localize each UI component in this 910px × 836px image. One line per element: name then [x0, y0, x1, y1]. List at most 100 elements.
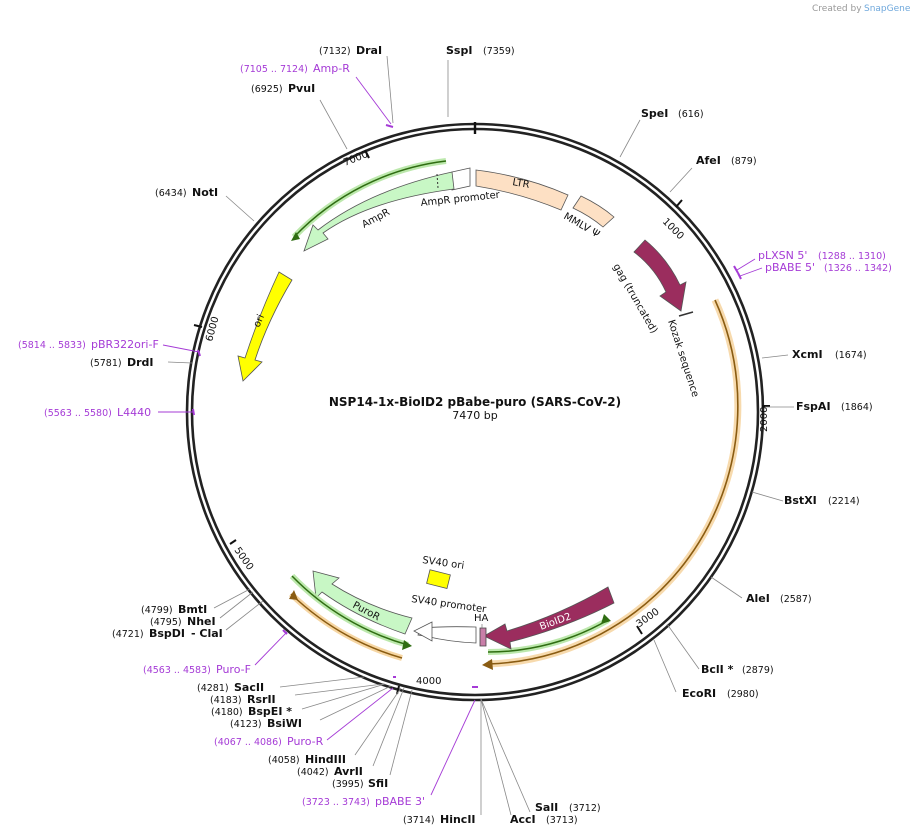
- enzyme-hindiii-pos: (4058): [268, 755, 300, 766]
- orf-arc-green-puror[interactable]: [291, 575, 409, 646]
- enzyme-sali[interactable]: SalI: [535, 801, 558, 814]
- primer-puro-f-pos: (4563 .. 4583): [143, 665, 211, 676]
- enzyme-nhei[interactable]: NheI: [187, 615, 216, 628]
- enzyme-drai[interactable]: DraI: [356, 44, 382, 57]
- bioid2-feature[interactable]: [483, 586, 615, 650]
- enzyme-acci-pos: (3713): [546, 815, 578, 826]
- enzyme-afei-pos: (879): [731, 156, 757, 167]
- ori-feature[interactable]: [237, 271, 293, 382]
- primer-pbabe-5[interactable]: pBABE 5': [765, 261, 815, 274]
- primer-puro-f[interactable]: Puro-F: [216, 663, 251, 676]
- primer-pbabe-3-pos: (3723 .. 3743): [302, 797, 370, 808]
- enzyme-xcmi-pos: (1674): [835, 350, 867, 361]
- primer-l4440-pos: (5563 .. 5580): [44, 408, 112, 419]
- sv40-promoter-label: SV40 promoter: [411, 594, 488, 616]
- mmlv-psi-feature[interactable]: [572, 195, 615, 228]
- plasmid-size: 7470 bp: [452, 409, 497, 422]
- enzyme-fspai-pos: (1864): [841, 402, 873, 413]
- enzyme-hindiii[interactable]: HindIII: [305, 753, 346, 766]
- enzyme-spei[interactable]: SpeI: [641, 107, 668, 120]
- enzyme-rsrii[interactable]: RsrII: [247, 693, 276, 706]
- enzyme-sfii[interactable]: SfiI: [368, 777, 388, 790]
- enzyme-bcli-pos: (2879): [742, 665, 774, 676]
- sv40-ori-feature[interactable]: [426, 569, 451, 589]
- ampr-feature[interactable]: [303, 171, 455, 252]
- enzyme-rsrii-pos: (4183): [210, 695, 242, 706]
- orf-arc-green-ampr[interactable]: [293, 160, 447, 238]
- enzyme-alei[interactable]: AleI: [746, 592, 770, 605]
- ampr-promoter-feature[interactable]: [451, 167, 471, 191]
- enzyme-avrii[interactable]: AvrII: [334, 765, 363, 778]
- primer-amp-r[interactable]: Amp-R: [313, 62, 350, 75]
- enzyme-afei[interactable]: AfeI: [696, 154, 721, 167]
- ori-label: ori: [252, 313, 267, 329]
- tick-4000: 4000: [416, 676, 441, 687]
- enzyme-fspai[interactable]: FspAI: [796, 400, 831, 413]
- snapgene-logo[interactable]: SnapGene: [864, 4, 910, 14]
- primer-labels: Amp-R (7105 .. 7124) pLXSN 5' (1288 .. 1…: [18, 62, 892, 808]
- enzyme-leaders: [167, 55, 794, 816]
- gag-label: gag (truncated): [610, 262, 659, 336]
- orf-arc-green-bioid[interactable]: [487, 619, 609, 653]
- primer-puro-r[interactable]: Puro-R: [287, 735, 324, 748]
- ha-label: HA: [474, 613, 489, 624]
- enzyme-drai-pos: (7132): [319, 46, 351, 57]
- enzyme-bstxi[interactable]: BstXI: [784, 494, 817, 507]
- enzyme-noti-pos: (6434): [155, 188, 187, 199]
- enzyme-sali-pos: (3712): [569, 803, 601, 814]
- tick-2000: 2000: [759, 407, 770, 432]
- enzyme-ecori[interactable]: EcoRI: [682, 687, 716, 700]
- enzyme-bspei-pos: (4180): [211, 707, 243, 718]
- primer-pbabe-5-pos: (1326 .. 1342): [824, 263, 892, 274]
- enzyme-bmti-pos: (4799): [141, 605, 173, 616]
- tick-5000: 5000: [232, 545, 256, 572]
- enzyme-bmti[interactable]: BmtI: [178, 603, 207, 616]
- enzyme-nhei-pos: (4795): [150, 617, 182, 628]
- enzyme-clai[interactable]: - ClaI: [191, 627, 223, 640]
- primer-plxsn-5-pos: (1288 .. 1310): [818, 251, 886, 262]
- ha-tag-feature[interactable]: [479, 627, 487, 647]
- enzyme-bsiwi-pos: (4123): [230, 719, 262, 730]
- enzyme-drdi[interactable]: DrdI: [127, 356, 154, 369]
- enzyme-ecori-pos: (2980): [727, 689, 759, 700]
- credit-text: Created by: [812, 4, 862, 14]
- enzyme-bsiwi[interactable]: BsiWI: [267, 717, 302, 730]
- enzyme-alei-pos: (2587): [780, 594, 812, 605]
- primer-pbr322ori-f[interactable]: pBR322ori-F: [91, 338, 159, 351]
- enzyme-spei-pos: (616): [678, 109, 704, 120]
- enzyme-pvui[interactable]: PvuI: [288, 82, 315, 95]
- enzyme-sspi-pos: (7359): [483, 46, 515, 57]
- enzyme-bspei[interactable]: BspEI *: [248, 705, 292, 718]
- enzyme-noti[interactable]: NotI: [192, 186, 218, 199]
- primer-puro-r-pos: (4067 .. 4086): [214, 737, 282, 748]
- enzyme-labels: SspI (7359) SpeI (616) AfeI (879) XcmI (…: [90, 44, 873, 826]
- gag-truncated-feature[interactable]: [633, 239, 687, 312]
- primer-pbabe-3[interactable]: pBABE 3': [375, 795, 425, 808]
- enzyme-sacii-pos: (4281): [197, 683, 229, 694]
- primer-l4440[interactable]: L4440: [117, 406, 151, 419]
- enzyme-bspdi[interactable]: BspDI: [149, 627, 185, 640]
- enzyme-sacii[interactable]: SacII: [234, 681, 264, 694]
- kozak-mark[interactable]: [678, 311, 694, 317]
- enzyme-sspi[interactable]: SspI: [446, 44, 472, 57]
- primer-pbr322ori-f-pos: (5814 .. 5833): [18, 340, 86, 351]
- primer-amp-r-pos: (7105 .. 7124): [240, 64, 308, 75]
- ltr-feature[interactable]: [475, 169, 569, 211]
- enzyme-acci[interactable]: AccI: [510, 813, 536, 826]
- primer-leaders: [158, 76, 763, 796]
- enzyme-sfii-pos: (3995): [332, 779, 364, 790]
- orf-arc-orange-puror[interactable]: [290, 593, 403, 659]
- enzyme-avrii-pos: (4042): [297, 767, 329, 778]
- puror-feature[interactable]: [312, 570, 413, 635]
- primer-plxsn-5[interactable]: pLXSN 5': [758, 249, 807, 262]
- enzyme-hincii[interactable]: HincII: [440, 813, 476, 826]
- enzyme-xcmi[interactable]: XcmI: [792, 348, 823, 361]
- orf-outline-orange-right: [487, 298, 742, 668]
- enzyme-bcli[interactable]: BclI *: [701, 663, 734, 676]
- tick-7000: 7000: [342, 149, 370, 169]
- ltr-label: LTR: [511, 177, 530, 191]
- plasmid-name: NSP14-1x-BioID2 pBabe-puro (SARS-CoV-2): [329, 395, 621, 409]
- orf-arc-orange-right[interactable]: [487, 299, 739, 665]
- sv40-ori-label: SV40 ori: [422, 555, 465, 572]
